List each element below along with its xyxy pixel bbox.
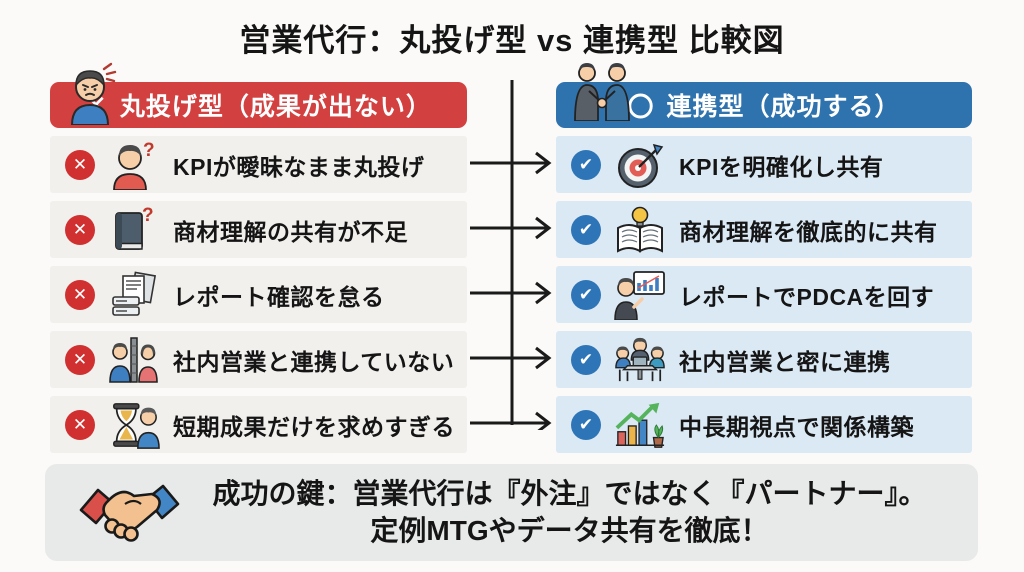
good-row: ✔ 社内営業と密に連携	[556, 331, 972, 388]
good-row-text: 中長期視点で関係構築	[679, 413, 914, 440]
svg-text:?: ?	[142, 205, 154, 226]
good-column-header: 〇 連携型（成功する）	[556, 63, 972, 128]
key-message-text: 成功の鍵：営業代行は『外注』ではなく『パートナー』。 定例MTGやデータ共有を徹…	[185, 476, 978, 550]
key-message-line1: 成功の鍵：営業代行は『外注』ではなく『パートナー』。	[212, 477, 927, 509]
good-row: ✔ レポートでPDCAを回す	[556, 266, 972, 323]
bad-row: ✕ 短期成果だけを求めすぎる	[50, 396, 467, 453]
book-question-icon: ?	[108, 204, 160, 256]
cross-badge-icon: ✕	[65, 279, 95, 310]
bad-row: ✕ 社内営業と連携していない	[50, 331, 467, 388]
svg-text:?: ?	[143, 140, 155, 161]
open-book-lightbulb-icon	[614, 204, 666, 256]
good-row-text: 社内営業と密に連携	[679, 348, 891, 375]
check-badge-icon: ✔	[571, 279, 601, 310]
bad-row-text: 商材理解の共有が不足	[173, 218, 408, 245]
cross-badge-icon: ✕	[65, 409, 95, 440]
bad-column: ✕ 丸投げ型（成果が出ない） ✕ ? KPIが曖昧なまま丸投げ ✕ ?	[50, 62, 467, 453]
bad-row-text: 短期成果だけを求めすぎる	[173, 413, 455, 440]
good-header-mark: 〇	[627, 91, 655, 122]
bad-row: ✕ ? 商材理解の共有が不足	[50, 201, 467, 258]
good-row: ✔ KPIを明確化し共有	[556, 136, 972, 193]
bad-row: ✕ レポート確認を怠る	[50, 266, 467, 323]
page-title: 営業代行：丸投げ型 vs 連携型 比較図	[239, 23, 785, 58]
handshake-people-icon	[569, 61, 635, 128]
key-message-line2: 定例MTGやデータ共有を徹底！	[370, 514, 769, 546]
cross-badge-icon: ✕	[65, 344, 95, 375]
growth-plant-icon	[614, 399, 666, 451]
flow-arrows	[470, 80, 552, 430]
bad-row-text: レポート確認を怠る	[173, 283, 385, 310]
check-badge-icon: ✔	[571, 344, 601, 375]
person-question-icon: ?	[108, 139, 160, 191]
cross-badge-icon: ✕	[65, 149, 95, 180]
key-message-banner: 成功の鍵：営業代行は『外注』ではなく『パートナー』。 定例MTGやデータ共有を徹…	[45, 464, 978, 561]
check-badge-icon: ✔	[571, 409, 601, 440]
bad-row-text: 社内営業と連携していない	[173, 348, 455, 375]
documents-stack-icon	[108, 269, 160, 321]
check-badge-icon: ✔	[571, 214, 601, 245]
handshake-icon	[77, 474, 185, 551]
good-row-text: 商材理解を徹底的に共有	[679, 218, 938, 245]
bad-row: ✕ ? KPIが曖昧なまま丸投げ	[50, 136, 467, 193]
bad-header-label: 丸投げ型（成果が出ない）	[119, 93, 432, 121]
hourglass-person-icon	[108, 399, 160, 451]
frustrated-person-icon	[63, 61, 121, 132]
bad-row-text: KPIが曖昧なまま丸投げ	[173, 153, 425, 180]
bad-column-header: ✕ 丸投げ型（成果が出ない）	[50, 62, 467, 128]
presenter-chart-icon	[614, 269, 666, 321]
good-row: ✔ 中長期視点で関係構築	[556, 396, 972, 453]
team-meeting-icon	[614, 334, 666, 386]
good-row-text: レポートでPDCAを回す	[679, 283, 935, 310]
good-row-text: KPIを明確化し共有	[679, 153, 884, 180]
good-header-label: 連携型（成功する）	[666, 93, 901, 121]
cross-badge-icon: ✕	[65, 214, 95, 245]
check-badge-icon: ✔	[571, 149, 601, 180]
good-column: 〇 連携型（成功する） ✔ KPIを明確化し共有 ✔	[556, 63, 972, 453]
people-divided-icon	[108, 334, 160, 386]
target-dart-icon	[614, 139, 666, 191]
good-row: ✔ 商材理解を徹底的に共有	[556, 201, 972, 258]
